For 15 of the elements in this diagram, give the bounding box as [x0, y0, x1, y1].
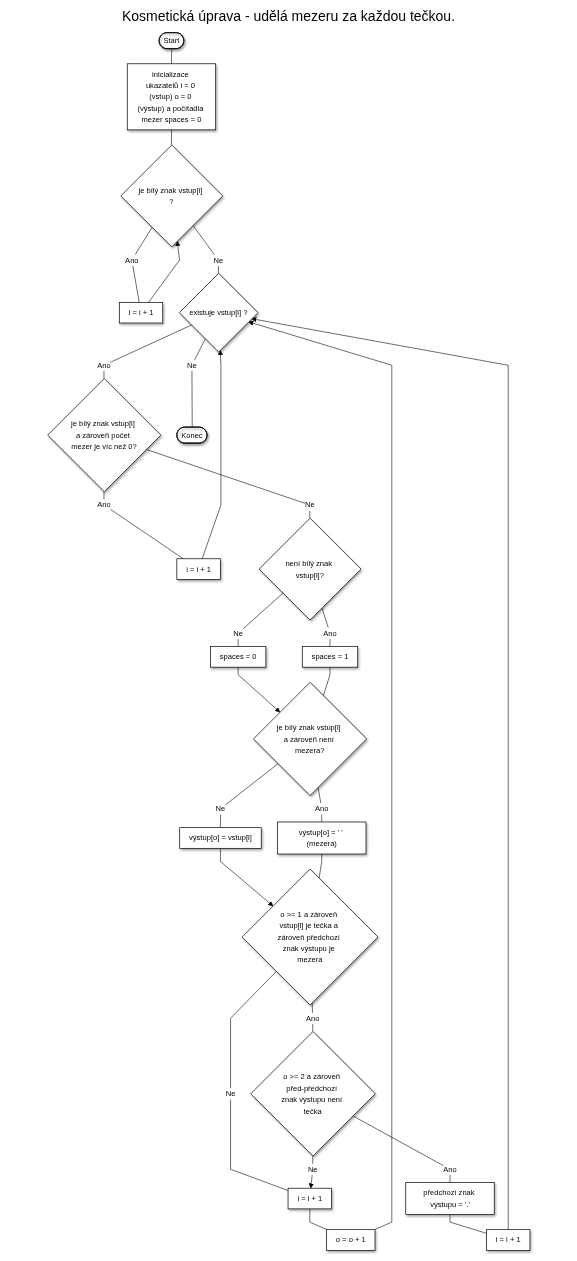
connector: [449, 1214, 487, 1234]
connector: [352, 1115, 450, 1183]
connector: [192, 225, 219, 274]
connector: [145, 449, 310, 519]
connector: [191, 338, 206, 428]
connector: [170, 129, 172, 146]
connector: [229, 971, 289, 1191]
connector: [219, 763, 278, 828]
connector: [318, 853, 322, 879]
connector: [170, 48, 172, 65]
note-text: Kosmetická úprava - udělá mezeru za každou tečkou.: [120, 8, 457, 24]
connector: [322, 666, 330, 697]
connector: [103, 491, 184, 560]
connector: [237, 592, 283, 647]
connector: [131, 227, 152, 303]
